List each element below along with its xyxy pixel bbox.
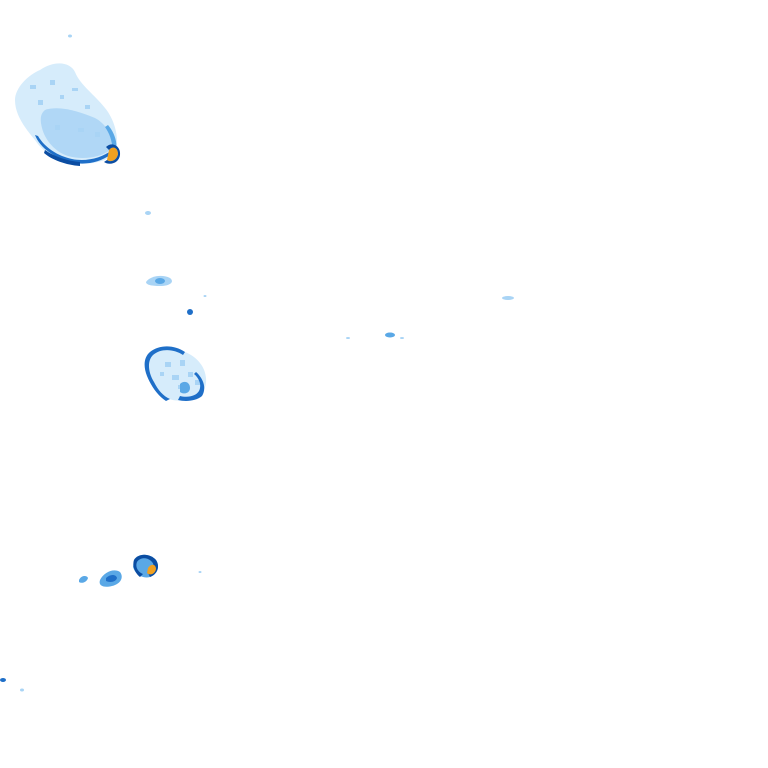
cell-sw-tiny — [79, 575, 88, 583]
cell-cw-edge — [144, 346, 185, 401]
cell-nw-core-ring — [104, 144, 121, 164]
cell-cw-fill — [160, 360, 200, 389]
cell-south-west — [79, 554, 158, 587]
cell-center-west — [144, 346, 207, 401]
cell-cw-outer — [145, 346, 207, 401]
cell-small-scattered — [0, 34, 514, 692]
cell-nw-speckle — [30, 80, 100, 137]
cell-sw-core-intense — [147, 564, 156, 575]
cell-nw-edge-deep — [44, 150, 80, 166]
cell-sw-secondary-core — [106, 575, 117, 582]
cell-nw-core-intense — [107, 147, 118, 162]
cell-north-west — [15, 63, 121, 166]
cell-cw-core — [180, 381, 190, 394]
cell-nw-inner-light — [40, 108, 112, 158]
cell-cw-edge-right — [178, 372, 205, 401]
